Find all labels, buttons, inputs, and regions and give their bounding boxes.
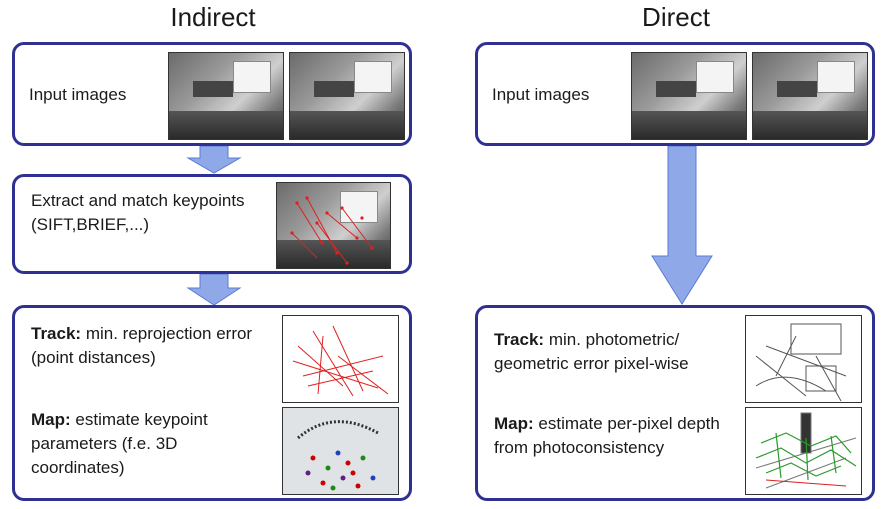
indirect-input-image-2 [289, 52, 405, 140]
indirect-map-label: Map: estimate keypoint parameters (f.e. … [31, 410, 208, 477]
indirect-extract-box: Extract and match keypoints (SIFT,BRIEF,… [12, 174, 412, 274]
reprojection-plot [282, 315, 399, 403]
arrow-down-icon [650, 146, 714, 306]
indirect-input-box: Input images [12, 42, 412, 146]
photometric-track-plot [745, 315, 862, 403]
indirect-extract-label: Extract and match keypoints (SIFT,BRIEF,… [31, 191, 245, 234]
indirect-track-map-box: Track: min. reprojection error (point di… [12, 305, 412, 501]
indirect-input-image-1 [168, 52, 284, 140]
direct-input-image-2 [752, 52, 868, 140]
direct-track-map-box: Track: min. photometric/ geometric error… [475, 305, 875, 501]
direct-input-label: Input images [492, 85, 590, 104]
keypoint-map-plot [282, 407, 399, 495]
per-pixel-depth-plot [745, 407, 862, 495]
arrow-down-icon [186, 146, 242, 174]
direct-input-box: Input images [475, 42, 875, 146]
indirect-input-label: Input images [29, 85, 127, 104]
keypoint-match-image [276, 182, 391, 269]
arrow-down-icon [186, 274, 242, 306]
direct-title: Direct [642, 2, 710, 32]
direct-input-image-1 [631, 52, 747, 140]
indirect-track-label: Track: min. reprojection error (point di… [31, 324, 253, 367]
indirect-title: Indirect [170, 2, 256, 32]
direct-map-label: Map: estimate per-pixel depth from photo… [494, 414, 720, 457]
direct-track-label: Track: min. photometric/ geometric error… [494, 330, 689, 373]
